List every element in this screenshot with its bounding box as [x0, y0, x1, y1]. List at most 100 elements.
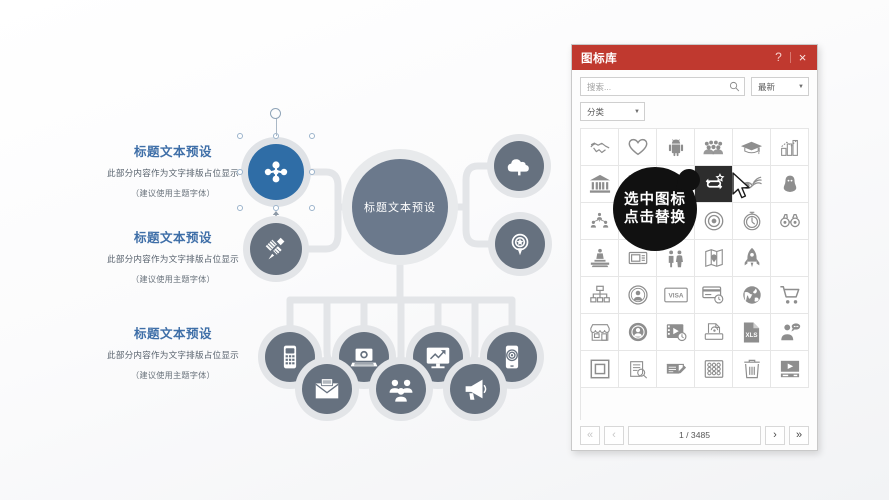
bank-icon: [589, 174, 610, 193]
icon-cell-sitemap[interactable]: [581, 277, 619, 314]
scan-doc-icon: [704, 323, 723, 340]
smartphone-target-icon: [505, 345, 519, 369]
slide-canvas: 标题文本预设 此部分内容作为文字排版占位显示 （建议使用主题字体） 标题文本预设…: [78, 108, 545, 414]
swap-refresh-star-icon: [705, 173, 724, 190]
icon-cell-badge-seal[interactable]: [619, 314, 657, 351]
heart-icon: [628, 138, 647, 156]
monitor-chart-icon: [426, 347, 450, 369]
diagram-node-megaphone[interactable]: [450, 364, 500, 414]
mobile-calculator-icon: [283, 345, 297, 369]
icon-cell-empty[interactable]: [771, 240, 809, 277]
icon-cell-xls-file[interactable]: XLS: [733, 314, 771, 351]
panel-toolbar: 最新 ▼ 分类 ▼: [572, 70, 817, 125]
diagram-node-satellite[interactable]: [250, 223, 302, 275]
diagram-node-cloud-upload[interactable]: [494, 141, 544, 191]
last-page-button[interactable]: »: [789, 425, 809, 445]
sort-dropdown[interactable]: 最新 ▼: [751, 77, 809, 96]
map-pin-icon: [704, 248, 723, 268]
rotate-handle[interactable]: [270, 108, 281, 119]
icon-cell-target-ring[interactable]: [695, 203, 733, 240]
trash-bin-icon: [743, 359, 760, 379]
globe-icon: [742, 286, 761, 304]
badge-seal-icon: [628, 322, 647, 342]
icon-cell-family[interactable]: [657, 240, 695, 277]
shopping-cart-icon: [779, 286, 799, 304]
icon-cell-buildings-chart[interactable]: [771, 129, 809, 166]
satellite-icon: [265, 237, 285, 260]
icon-cell-android[interactable]: [657, 129, 695, 166]
icon-cell-stopwatch[interactable]: [733, 203, 771, 240]
prev-page-button[interactable]: ‹: [604, 425, 624, 445]
text-block-body: 此部分内容作为文字排版占位显示: [107, 168, 239, 178]
diagram-node-location-pin[interactable]: [495, 219, 545, 269]
icon-cell-rocket[interactable]: [733, 240, 771, 277]
icon-cell-storefront[interactable]: [581, 314, 619, 351]
page-indicator[interactable]: 1 / 3485: [628, 425, 761, 445]
icon-cell-trash-bin[interactable]: [733, 351, 771, 388]
panel-title: 图标库: [581, 52, 618, 65]
hint-line-2: 点击替换: [624, 210, 686, 226]
text-block-body: 此部分内容作为文字排版占位显示: [107, 350, 239, 360]
visa-label: VISA: [668, 293, 683, 300]
text-block-1: 标题文本预设 此部分内容作为文字排版占位显示 （建议使用主题字体）: [78, 144, 268, 200]
user-circle-icon: [627, 285, 648, 305]
category-dropdown[interactable]: 分类 ▼: [580, 102, 645, 121]
icon-cell-square-frame[interactable]: [581, 351, 619, 388]
stopwatch-icon: [743, 211, 760, 231]
icon-cell-swap-refresh-star[interactable]: [695, 166, 733, 203]
diagram-node-network-share[interactable]: [248, 144, 304, 200]
search-input[interactable]: [587, 81, 729, 92]
icon-cell-handshake[interactable]: [581, 129, 619, 166]
icon-cell-visa-card[interactable]: VISA: [657, 277, 695, 314]
text-block-title: 标题文本预设: [133, 145, 212, 159]
chevron-down-icon: ▼: [634, 108, 640, 115]
icon-cell-dots-grid[interactable]: [695, 351, 733, 388]
text-block-2: 标题文本预设 此部分内容作为文字排版占位显示 （建议使用主题字体）: [78, 230, 268, 286]
icon-cell-user-speech[interactable]: [771, 314, 809, 351]
icon-cell-clipboard-search[interactable]: [619, 351, 657, 388]
visa-card-icon: VISA: [663, 287, 688, 303]
diagram-hub-node[interactable]: 标题文本预设: [352, 159, 448, 255]
location-pin-star-icon: [511, 233, 529, 256]
icon-cell-heart[interactable]: [619, 129, 657, 166]
diagram-connectors: [272, 162, 523, 368]
megaphone-icon: [465, 379, 487, 400]
icon-cell-card-clock[interactable]: [695, 277, 733, 314]
icon-cell-binoculars[interactable]: [771, 203, 809, 240]
icon-grid-container: $: [580, 128, 809, 420]
first-page-button[interactable]: «: [580, 425, 600, 445]
close-button[interactable]: ×: [798, 50, 807, 65]
search-icon[interactable]: [729, 81, 740, 92]
cloud-upload-icon: [507, 159, 529, 176]
icon-grid: $: [581, 129, 809, 388]
icon-cell-user-circle[interactable]: [619, 277, 657, 314]
category-label: 分类: [587, 106, 605, 117]
penguin-icon: [783, 175, 796, 192]
icon-cell-film-clock[interactable]: [657, 314, 695, 351]
hint-bubble: 选中图标 点击替换: [613, 167, 697, 251]
search-box[interactable]: [580, 77, 745, 96]
podium-icon: [590, 248, 609, 268]
icon-cell-crowd[interactable]: [695, 129, 733, 166]
diagram-node-mail[interactable]: [302, 364, 352, 414]
icon-cell-shopping-cart[interactable]: [771, 277, 809, 314]
icon-cell-video-play[interactable]: [771, 351, 809, 388]
icon-cell-note-edit[interactable]: [657, 351, 695, 388]
buildings-chart-icon: [781, 139, 798, 156]
icon-cell-podium[interactable]: [581, 240, 619, 277]
text-block-3: 标题文本预设 此部分内容作为文字排版占位显示 （建议使用主题字体）: [78, 326, 268, 382]
icon-cell-graduation-cap[interactable]: [733, 129, 771, 166]
icon-cell-globe[interactable]: [733, 277, 771, 314]
next-page-button[interactable]: ›: [765, 425, 785, 445]
diagram-node-people-group[interactable]: [376, 364, 426, 414]
binoculars-icon: [779, 213, 800, 228]
mouse-cursor: [732, 172, 750, 199]
pagination-bar: « ‹ 1 / 3485 › »: [580, 420, 809, 450]
help-button[interactable]: ?: [775, 50, 782, 64]
icon-cell-penguin[interactable]: [771, 166, 809, 203]
icon-cell-map-pin[interactable]: [695, 240, 733, 277]
icon-cell-scan-doc[interactable]: [695, 314, 733, 351]
icon-cell-bank[interactable]: [581, 166, 619, 203]
sitemap-icon: [589, 285, 610, 303]
family-icon: [668, 249, 683, 267]
